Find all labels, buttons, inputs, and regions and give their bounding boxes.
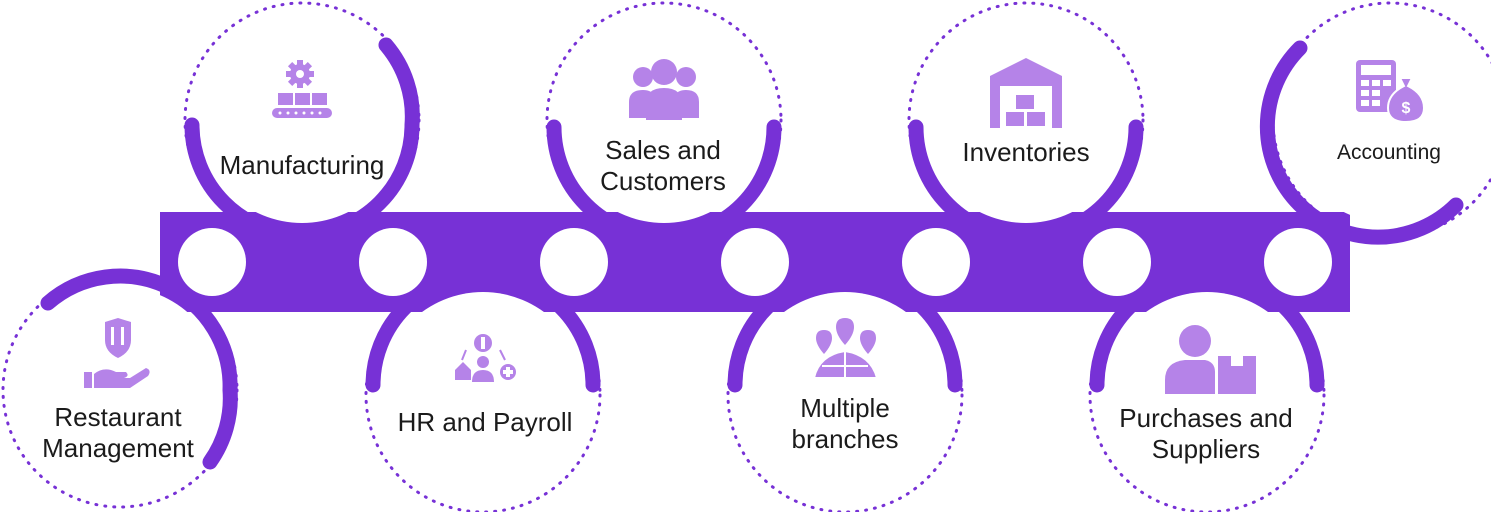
- supplier-box-icon: [1165, 325, 1256, 394]
- arc-restaurant: [40, 268, 238, 470]
- ring-accounting: [1271, 1, 1491, 239]
- warehouse-icon: [990, 58, 1062, 128]
- label-line: Customers: [600, 166, 726, 196]
- gear-conveyor-icon: [272, 60, 332, 118]
- label-line: Purchases and: [1119, 403, 1293, 433]
- label-line: Suppliers: [1151, 434, 1261, 464]
- label-branches: Multiple branches: [792, 393, 899, 455]
- label-manufacturing: Manufacturing: [220, 150, 385, 181]
- label-line: Accounting: [1337, 141, 1441, 164]
- label-line: HR and Payroll: [397, 407, 573, 437]
- payroll-people-icon: [455, 334, 516, 382]
- connector-band: [160, 212, 1350, 312]
- svg-text:$: $: [1402, 100, 1411, 117]
- label-accounting: Accounting: [1337, 140, 1441, 166]
- connector-bands: [160, 212, 1350, 312]
- label-line: Manufacturing: [219, 150, 385, 180]
- label-inventories: Inventories: [962, 137, 1089, 168]
- label-line: Restaurant: [54, 402, 182, 432]
- people-group-icon: [629, 59, 699, 120]
- label-line: Inventories: [962, 137, 1090, 167]
- label-purchases: Purchases and Suppliers: [1119, 403, 1292, 465]
- label-sales: Sales and Customers: [600, 135, 726, 197]
- arc-accounting: [1259, 40, 1464, 245]
- label-line: Multiple: [800, 393, 890, 423]
- calculator-money-icon: $: [1356, 60, 1426, 124]
- label-hr: HR and Payroll: [398, 407, 573, 438]
- ring-sales: [545, 1, 783, 239]
- ring-inventories: [907, 1, 1145, 239]
- map-pins-icon: [815, 318, 876, 379]
- hand-shield-icon: [84, 318, 150, 388]
- label-restaurant: Restaurant Management: [42, 402, 194, 464]
- label-line: Sales and: [605, 135, 721, 165]
- label-line: Management: [42, 433, 194, 463]
- label-line: branches: [791, 424, 899, 454]
